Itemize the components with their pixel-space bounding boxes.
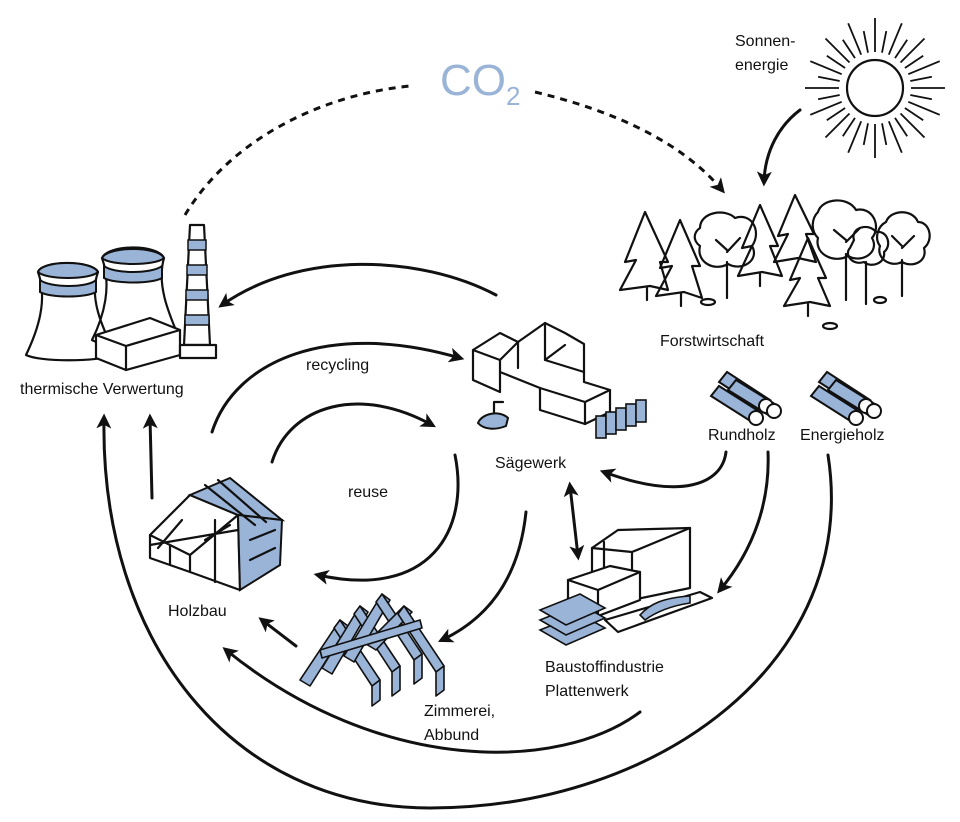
energywood-logs-icon: [809, 370, 882, 426]
roundwood-logs-icon: [709, 370, 782, 426]
roof-truss-icon: [299, 593, 445, 707]
forest-icon: [618, 193, 931, 331]
sun-ray: [862, 30, 869, 53]
sun-ray: [824, 112, 851, 139]
co2-label: CO2: [440, 56, 520, 111]
reuse-arrow-top: [270, 402, 436, 464]
materials-industry-label-line2: Plattenwerk: [545, 683, 630, 700]
sun-to-forest-arrow: [756, 108, 802, 187]
sun-ray: [847, 22, 863, 56]
reuse-label: reuse: [348, 484, 388, 501]
sun-ray: [826, 107, 846, 121]
sun-ray: [817, 94, 840, 101]
carpentry-label-line2: Abbund: [424, 727, 479, 744]
timber-house-icon: [148, 476, 286, 592]
sawmill-to-thermal-arrow: [218, 262, 498, 308]
sun-ray: [904, 55, 924, 69]
co2-absorption-path: [534, 90, 725, 194]
roundwood-label: Rundholz: [708, 427, 776, 444]
sun-ray: [894, 39, 908, 59]
sawmill-icon: [471, 321, 647, 439]
sun-label-line2: energie: [735, 57, 788, 74]
sun-ray: [881, 123, 888, 146]
sun-ray: [887, 22, 903, 56]
sun-ray: [899, 37, 926, 64]
sun-ray: [862, 123, 869, 146]
recycling-arrow: [210, 341, 465, 434]
sun-ray: [910, 94, 933, 101]
reuse-arrow-bottom: [313, 453, 460, 585]
sawmill-to-carpentry-arrow: [437, 510, 528, 643]
house-to-thermal-arrow: [142, 413, 158, 500]
sun-ray: [881, 30, 888, 53]
thermal-recovery-label: thermische Verwertung: [20, 381, 184, 398]
sun-icon: [805, 18, 945, 158]
co2-emission-path: [183, 84, 411, 216]
carpentry-label-line1: Zimmerei,: [424, 703, 495, 720]
sun-ray: [910, 75, 933, 82]
sun-ray: [809, 100, 843, 116]
sun-ray: [824, 37, 851, 64]
forestry-label: Forstwirtschaft: [660, 333, 765, 350]
energywood-to-thermal-arrow: [96, 413, 833, 810]
factory-to-house-arrow: [222, 647, 642, 754]
roundwood-to-factory-arrow: [717, 450, 770, 594]
sun-ray: [904, 107, 924, 121]
carpentry-to-house-arrow: [258, 617, 298, 648]
sawmill-factory-exchange-arrow: [563, 481, 585, 561]
sun-label-line1: Sonnen-: [735, 33, 796, 50]
roundwood-to-sawmill-arrow: [599, 450, 728, 489]
timber-construction-label: Holzbau: [168, 603, 227, 620]
materials-industry-label-line1: Baustoffindustrie: [545, 659, 664, 676]
recycling-label: recycling: [306, 357, 369, 374]
sawmill-label: Sägewerk: [495, 455, 567, 472]
sun-ray: [907, 60, 941, 76]
sun-ray: [817, 75, 840, 82]
sun-ray: [847, 120, 863, 154]
thermal-plant-icon: [24, 223, 218, 372]
sun-ray: [887, 120, 903, 154]
sun-ray: [842, 117, 856, 137]
energywood-label: Energieholz: [800, 427, 885, 444]
sun-ray: [826, 55, 846, 69]
sun-ray: [899, 112, 926, 139]
sun-ray: [809, 60, 843, 76]
sun-ray: [894, 117, 908, 137]
panel-factory-icon: [538, 526, 714, 646]
sun-ray: [907, 100, 941, 116]
sun-ray: [842, 39, 856, 59]
